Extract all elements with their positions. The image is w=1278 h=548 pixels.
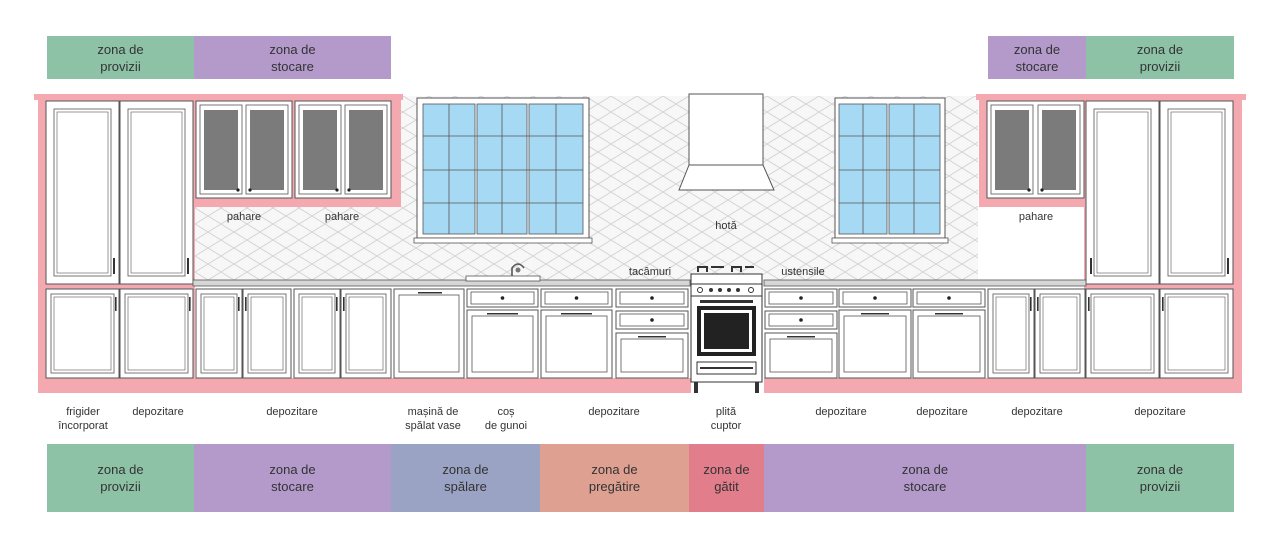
top-zone-stocare-left: zona de stocare xyxy=(194,36,391,79)
utensil-cabinet-drawer-3 xyxy=(764,332,838,379)
stove-oven xyxy=(690,266,763,393)
bin-cabinet-door xyxy=(466,309,539,379)
label-frigider: frigider încorporat xyxy=(58,406,108,432)
base-door-storage-3b xyxy=(340,288,392,379)
base-door-storage-6a xyxy=(987,288,1035,379)
top-zone-provizii-left: zona de provizii xyxy=(47,36,194,79)
label-masina-spalat-vase: mașină de spălat vase xyxy=(405,406,461,432)
tall-cabinet-left-2 xyxy=(119,100,194,285)
plinth-right xyxy=(764,378,1242,393)
base-door-storage-7b xyxy=(1159,288,1234,379)
countertop-left xyxy=(192,279,691,287)
window-left xyxy=(413,97,593,244)
storage-cabinet-4-door xyxy=(838,309,912,379)
storage-cabinet-5-door xyxy=(912,309,986,379)
label-pahare-left-1: pahare xyxy=(226,211,262,223)
prep-cabinet-door xyxy=(540,309,613,379)
label-depozitare-4: depozitare xyxy=(815,406,867,418)
tall-cabinet-right-2 xyxy=(1159,100,1234,285)
bottom-zone-spalare: zona de spălare xyxy=(391,444,540,512)
label-pahare-right: pahare xyxy=(1018,211,1054,223)
base-door-storage-2a xyxy=(195,288,243,379)
label-depozitare-2: depozitare xyxy=(266,406,318,418)
bottom-zone-pregatire: zona de pregătire xyxy=(540,444,689,512)
top-zone-provizii-right: zona de provizii xyxy=(1086,36,1234,79)
label-plita-cuptor: plită cuptor xyxy=(710,406,742,432)
wall-cabinet-glass-left-2 xyxy=(294,100,392,199)
label-tacamuri: tacâmuri xyxy=(628,266,672,278)
base-door-storage-1 xyxy=(119,288,194,379)
label-hota: hotă xyxy=(715,220,737,232)
label-depozitare-3: depozitare xyxy=(588,406,640,418)
cutlery-cabinet-drawer-3 xyxy=(615,332,689,379)
label-depozitare-5: depozitare xyxy=(916,406,968,418)
top-zone-stocare-right: zona de stocare xyxy=(988,36,1086,79)
wall-cabinet-glass-right xyxy=(986,100,1085,199)
base-door-storage-3a xyxy=(293,288,341,379)
base-door-storage-7a xyxy=(1085,288,1160,379)
label-ustensile: ustensile xyxy=(781,266,825,278)
dishwasher-front xyxy=(393,288,465,379)
label-depozitare-1: depozitare xyxy=(132,406,184,418)
wall-cabinet-glass-left-1 xyxy=(195,100,293,199)
base-cabinets xyxy=(45,288,1234,379)
window-right xyxy=(831,97,949,244)
label-depozitare-6: depozitare xyxy=(1011,406,1063,418)
base-door-fridge-lower xyxy=(45,288,120,379)
bottom-zone-provizii-right: zona de provizii xyxy=(1086,444,1234,512)
base-door-storage-2b xyxy=(242,288,292,379)
countertop-right xyxy=(763,279,1087,287)
plinth-left xyxy=(38,378,691,393)
label-cos-gunoi: coș de gunoi xyxy=(484,406,528,432)
tall-cabinet-left-1 xyxy=(45,100,120,285)
bottom-zone-stocare-left: zona de stocare xyxy=(194,444,391,512)
bottom-zone-provizii-left: zona de provizii xyxy=(47,444,194,512)
range-hood xyxy=(678,93,775,191)
tall-cabinet-right-1 xyxy=(1085,100,1160,285)
sink-faucet xyxy=(465,263,541,282)
bottom-zone-gatit: zona de gătit xyxy=(689,444,764,512)
base-door-storage-6b xyxy=(1034,288,1086,379)
label-pahare-left-2: pahare xyxy=(324,211,360,223)
label-depozitare-7: depozitare xyxy=(1134,406,1186,418)
bottom-zone-stocare-right: zona de stocare xyxy=(764,444,1086,512)
